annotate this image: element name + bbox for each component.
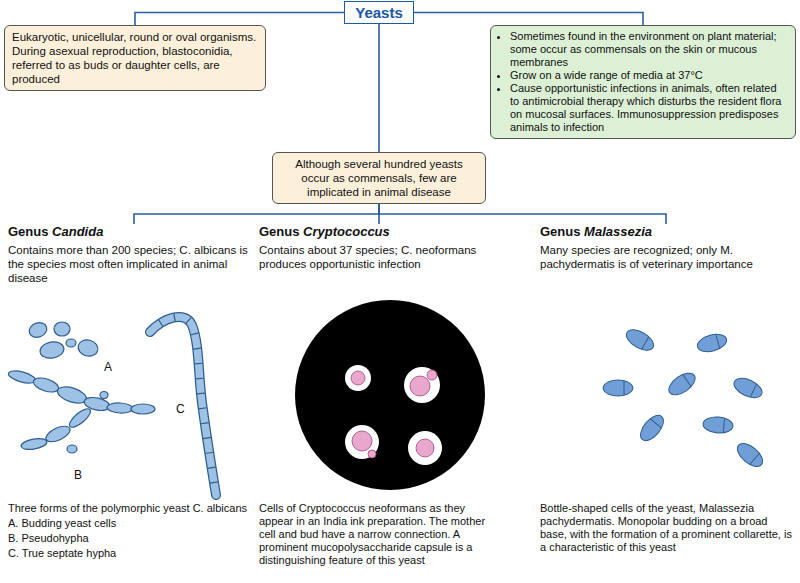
bullet-item: Grow on a wide range of media at 37°C [510, 69, 788, 82]
septum [159, 320, 163, 327]
candida-pseudohypha [7, 369, 155, 453]
genus-description: Contains about 37 species; C. neoformans… [259, 243, 499, 271]
bullet-list: Sometimes found in the environment on pl… [495, 30, 788, 134]
septum [201, 423, 209, 424]
figure-letter: C [176, 402, 185, 416]
connector-line [379, 204, 666, 224]
india-ink-preparation [295, 300, 485, 490]
genus-description: Contains more than 200 species; C. albic… [8, 243, 260, 285]
candida-budding-cells [27, 320, 100, 360]
septum [191, 333, 199, 335]
septum [208, 467, 216, 468]
septum [199, 408, 207, 409]
figure-caption: Bottle-shaped cells of the yeast, Malass… [540, 502, 792, 554]
genus-description: Many species are recognized; only M. pac… [540, 243, 792, 271]
septum [210, 482, 218, 483]
malassezia-cells [603, 326, 767, 471]
septum [197, 392, 205, 394]
figure-caption: A. Budding yeast cells [8, 517, 260, 530]
genus-heading: Genus Candida [8, 224, 260, 239]
column-caption: Three forms of the polymorphic yeast C. … [8, 502, 260, 562]
connector-line [135, 13, 344, 26]
septum [193, 348, 201, 350]
septum [174, 313, 175, 321]
column-top: Genus MalasseziaMany species are recogni… [540, 224, 792, 271]
description-box: Eukaryotic, unicellular, round or oval o… [4, 25, 266, 91]
candida-septate-hypha [150, 313, 218, 495]
figure-caption: Cells of Cryptococcus neoformans as they… [259, 502, 499, 567]
septum [205, 452, 213, 453]
septum [196, 378, 204, 380]
septum [195, 363, 203, 365]
bullet-item: Sometimes found in the environment on pl… [510, 30, 788, 69]
figure-caption: Three forms of the polymorphic yeast C. … [8, 502, 260, 515]
septum [186, 317, 191, 323]
connector-line [134, 204, 379, 224]
connector-line [414, 13, 643, 26]
genus-heading: Genus Cryptococcus [259, 224, 499, 239]
genus-heading: Genus Malassezia [540, 224, 792, 239]
box-text: Yeasts [349, 4, 409, 21]
genus-column: Genus CryptococcusContains about 37 spec… [259, 224, 499, 569]
column-top: Genus CandidaContains more than 200 spec… [8, 224, 260, 285]
bullet-item: Cause opportunistic infections in animal… [510, 82, 788, 134]
title-box: Yeasts [344, 1, 414, 24]
figure-letter: A [104, 360, 112, 374]
column-caption: Cells of Cryptococcus neoformans as they… [259, 502, 499, 569]
genus-column: Genus CandidaContains more than 200 spec… [8, 224, 260, 562]
septum [203, 437, 211, 438]
box-text: Although several hundred yeasts occur as… [280, 157, 478, 199]
box-text: Eukaryotic, unicellular, round or oval o… [12, 30, 258, 86]
summary-box: Although several hundred yeasts occur as… [272, 152, 486, 204]
figure-caption: B. Pseudohypha [8, 532, 260, 545]
genus-column: Genus MalasseziaMany species are recogni… [540, 224, 792, 556]
column-caption: Bottle-shaped cells of the yeast, Malass… [540, 502, 792, 556]
figure-letter: B [74, 468, 82, 482]
features-box: Sometimes found in the environment on pl… [490, 25, 796, 139]
figure-caption: C. True septate hypha [8, 547, 260, 560]
connector-line [378, 24, 380, 152]
column-top: Genus CryptococcusContains about 37 spec… [259, 224, 499, 271]
